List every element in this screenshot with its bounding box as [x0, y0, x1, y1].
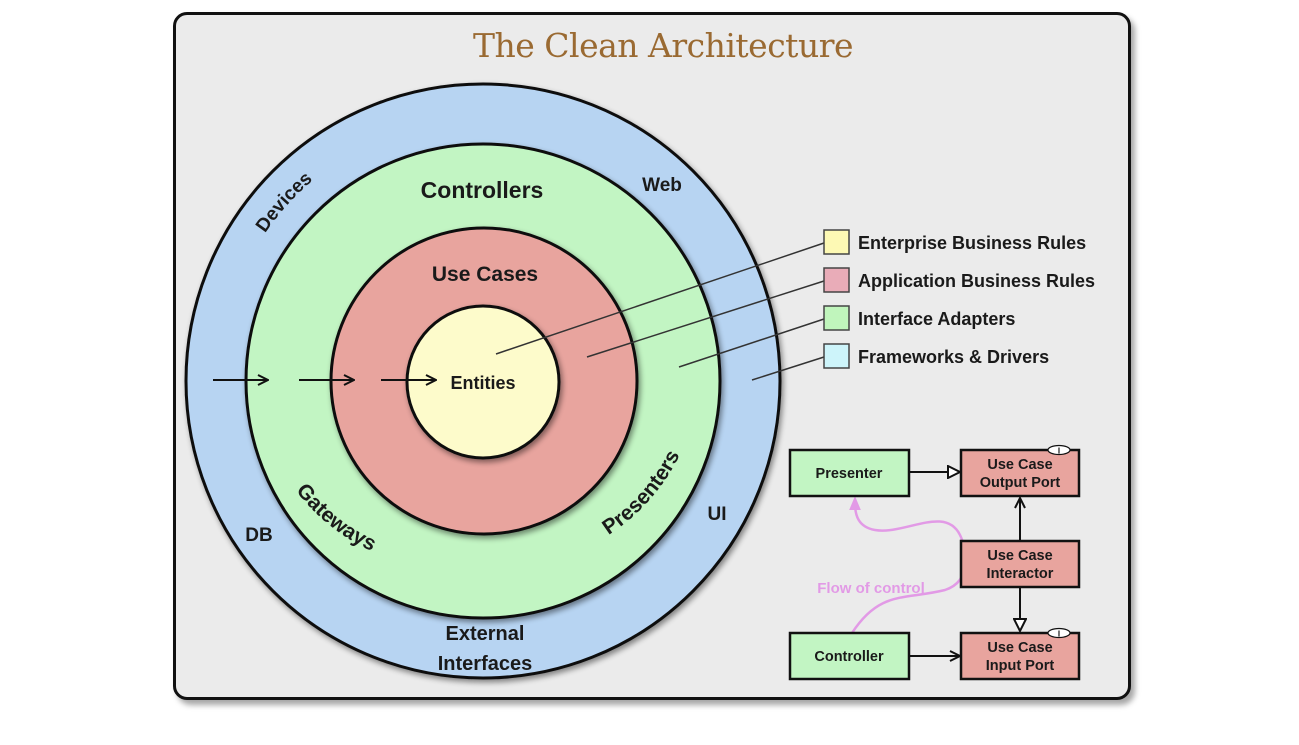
use-case-output-port-box: Use Case Output Port I	[959, 444, 1081, 498]
db-label: DB	[245, 525, 272, 546]
legend: Enterprise Business Rules Application Bu…	[823, 229, 1095, 369]
legend-item-adapters: Interface Adapters	[823, 305, 1015, 331]
interface-marker-icon: I	[1047, 444, 1071, 456]
output-port-label-line2: Output Port	[980, 475, 1061, 491]
legend-item-enterprise: Enterprise Business Rules	[823, 229, 1086, 255]
legend-item-application: Application Business Rules	[823, 267, 1095, 293]
flow-of-control-curve	[849, 496, 967, 634]
output-port-label-line1: Use Case	[987, 457, 1052, 473]
entities-core	[405, 304, 561, 460]
presenter-label: Presenter	[816, 466, 883, 482]
legend-swatch	[823, 305, 850, 331]
legend-swatch	[823, 343, 850, 369]
legend-swatch	[823, 229, 850, 255]
leader-line-application	[586, 280, 825, 358]
leader-line-adapters	[678, 318, 825, 368]
flow-of-control-label: Flow of control	[817, 580, 924, 597]
interactor-label-line2: Interactor	[987, 566, 1054, 582]
presenter-box: Presenter	[788, 448, 911, 498]
legend-label: Interface Adapters	[858, 309, 1015, 329]
external-interfaces-label-line1: External	[446, 623, 525, 645]
legend-swatch	[823, 267, 850, 293]
diagram-title: The Clean Architecture	[473, 26, 853, 65]
ui-label: UI	[708, 504, 727, 525]
flow-diagram: Flow of control Presenter Use Case Outpu…	[788, 444, 1081, 681]
use-case-interactor-box: Use Case Interactor	[959, 539, 1081, 589]
controller-box: Controller	[788, 631, 911, 681]
use-case-input-port-box: Use Case Input Port I	[959, 627, 1081, 681]
legend-label: Application Business Rules	[858, 271, 1095, 291]
input-port-label-line2: Input Port	[986, 658, 1055, 674]
controller-label: Controller	[814, 649, 884, 665]
use-cases-label: Use Cases	[432, 263, 538, 286]
leader-line-frameworks	[751, 356, 825, 381]
web-label: Web	[642, 175, 682, 196]
svg-text:I: I	[1058, 630, 1060, 639]
leader-line-enterprise	[495, 242, 825, 355]
interface-marker-icon: I	[1047, 627, 1071, 639]
input-port-label-line1: Use Case	[987, 640, 1052, 656]
legend-label: Enterprise Business Rules	[858, 233, 1086, 253]
entities-label: Entities	[450, 373, 515, 393]
interactor-label-line1: Use Case	[987, 548, 1052, 564]
legend-label: Frameworks & Drivers	[858, 347, 1049, 367]
controllers-label: Controllers	[421, 177, 544, 203]
svg-text:I: I	[1058, 447, 1060, 456]
external-interfaces-label-line2: Interfaces	[438, 653, 533, 675]
legend-item-frameworks: Frameworks & Drivers	[823, 343, 1049, 369]
